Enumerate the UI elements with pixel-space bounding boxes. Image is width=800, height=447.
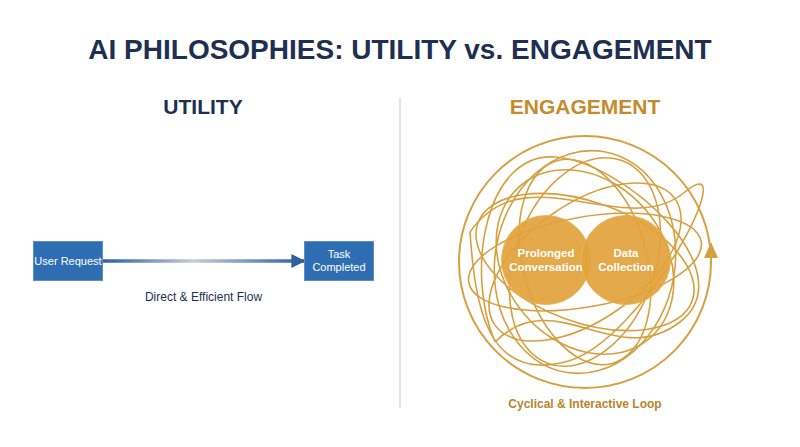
process-box: User Request bbox=[33, 241, 103, 281]
panel-caption: Cyclical & Interactive Loop bbox=[508, 397, 661, 411]
diagram-title: AI PHILOSOPHIES: UTILITY vs. ENGAGEMENT bbox=[88, 34, 711, 66]
circle-fill bbox=[581, 215, 670, 304]
swirl-loop bbox=[457, 134, 718, 390]
node-text: Data Collection bbox=[581, 246, 671, 274]
divider-line bbox=[399, 98, 400, 408]
flow-arrow bbox=[103, 259, 304, 263]
panel-heading: ENGAGEMENT bbox=[510, 95, 661, 119]
process-box: Task Completed bbox=[304, 241, 374, 281]
panel-heading: UTILITY bbox=[163, 95, 242, 119]
circle-outline bbox=[501, 215, 591, 305]
engagement-circle: Prolonged Conversation bbox=[501, 215, 591, 305]
engagement-circle: Data Collection bbox=[581, 215, 671, 305]
circle-outline bbox=[581, 215, 671, 305]
edge-label: Direct & Efficient Flow bbox=[145, 290, 262, 304]
circle-fill bbox=[501, 215, 590, 304]
node-text: User Request bbox=[34, 255, 101, 268]
node-text: Task Completed bbox=[305, 248, 373, 274]
node-text: Prolonged Conversation bbox=[501, 246, 591, 274]
